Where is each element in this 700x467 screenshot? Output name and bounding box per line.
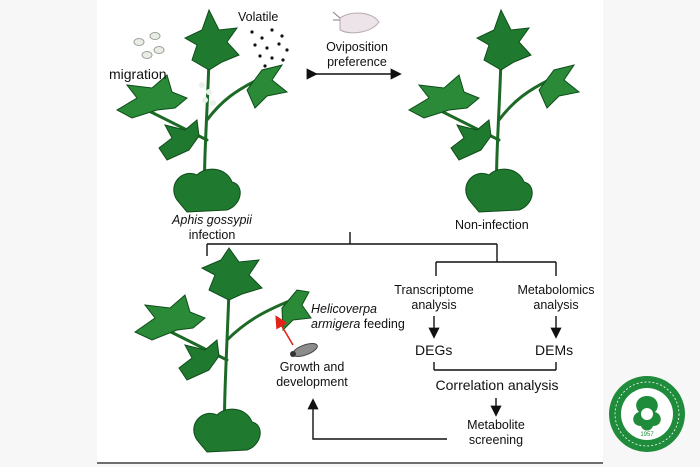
helicoverpa-label: Helicoverpa armigera feeding [311, 302, 405, 332]
volatile-dots [250, 28, 289, 68]
volatile-label: Volatile [238, 10, 279, 24]
degs-label: DEGs [415, 342, 453, 358]
infested-cotton-plant [115, 8, 289, 213]
aphis-label: Aphis gossypii infection [152, 213, 272, 243]
non-infection-label: Non-infection [455, 218, 529, 232]
metabolite-line2: screening [468, 433, 524, 447]
oviposition-line1: Oviposition [326, 40, 388, 54]
moth-icon [332, 11, 380, 34]
helicoverpa-species: armigera [311, 317, 361, 331]
metabolite-label: Metabolite screening [449, 418, 543, 448]
growth-label: Growth and development [267, 360, 357, 390]
growth-line1: Growth and [279, 360, 345, 374]
transcriptome-line1: Transcriptome [394, 283, 474, 297]
metabolite-line1: Metabolite [467, 418, 525, 432]
growth-line2: development [276, 375, 348, 389]
metabolomics-line1: Metabolomics [517, 283, 595, 297]
caterpillar-icon [290, 343, 318, 357]
diagram-canvas: Volatile migration Oviposition preferenc… [97, 0, 603, 462]
metabolomics-line2: analysis [533, 298, 579, 312]
feeding-red-arrow [275, 315, 294, 346]
transcriptome-line2: analysis [411, 298, 457, 312]
logo-year: 1957 [640, 432, 654, 438]
transcriptome-label: Transcriptome analysis [384, 283, 484, 313]
institute-logo: 1957 [607, 374, 687, 454]
bottom-border [97, 462, 603, 464]
correlation-label: Correlation analysis [435, 377, 559, 393]
oviposition-line2: preference [327, 55, 387, 69]
dems-label: DEMs [535, 342, 574, 358]
helicoverpa-line1: Helicoverpa [311, 302, 378, 316]
healthy-cotton-plant [407, 8, 581, 213]
helicoverpa-line2: armigera feeding [311, 317, 405, 332]
migration-label: migration [109, 66, 167, 82]
aphid-icons [133, 32, 165, 59]
feeding-cotton-plant [134, 247, 312, 453]
oviposition-label: Oviposition preference [315, 40, 399, 70]
institute-logo-graphic: 1957 [609, 376, 685, 452]
feedback-arrow [307, 398, 447, 440]
aphis-name: Aphis gossypii [172, 213, 252, 227]
helicoverpa-feeding: feeding [360, 317, 405, 331]
aphis-suffix: infection [188, 228, 236, 242]
diagram-graphics [115, 8, 581, 453]
metabolomics-label: Metabolomics analysis [506, 283, 606, 313]
